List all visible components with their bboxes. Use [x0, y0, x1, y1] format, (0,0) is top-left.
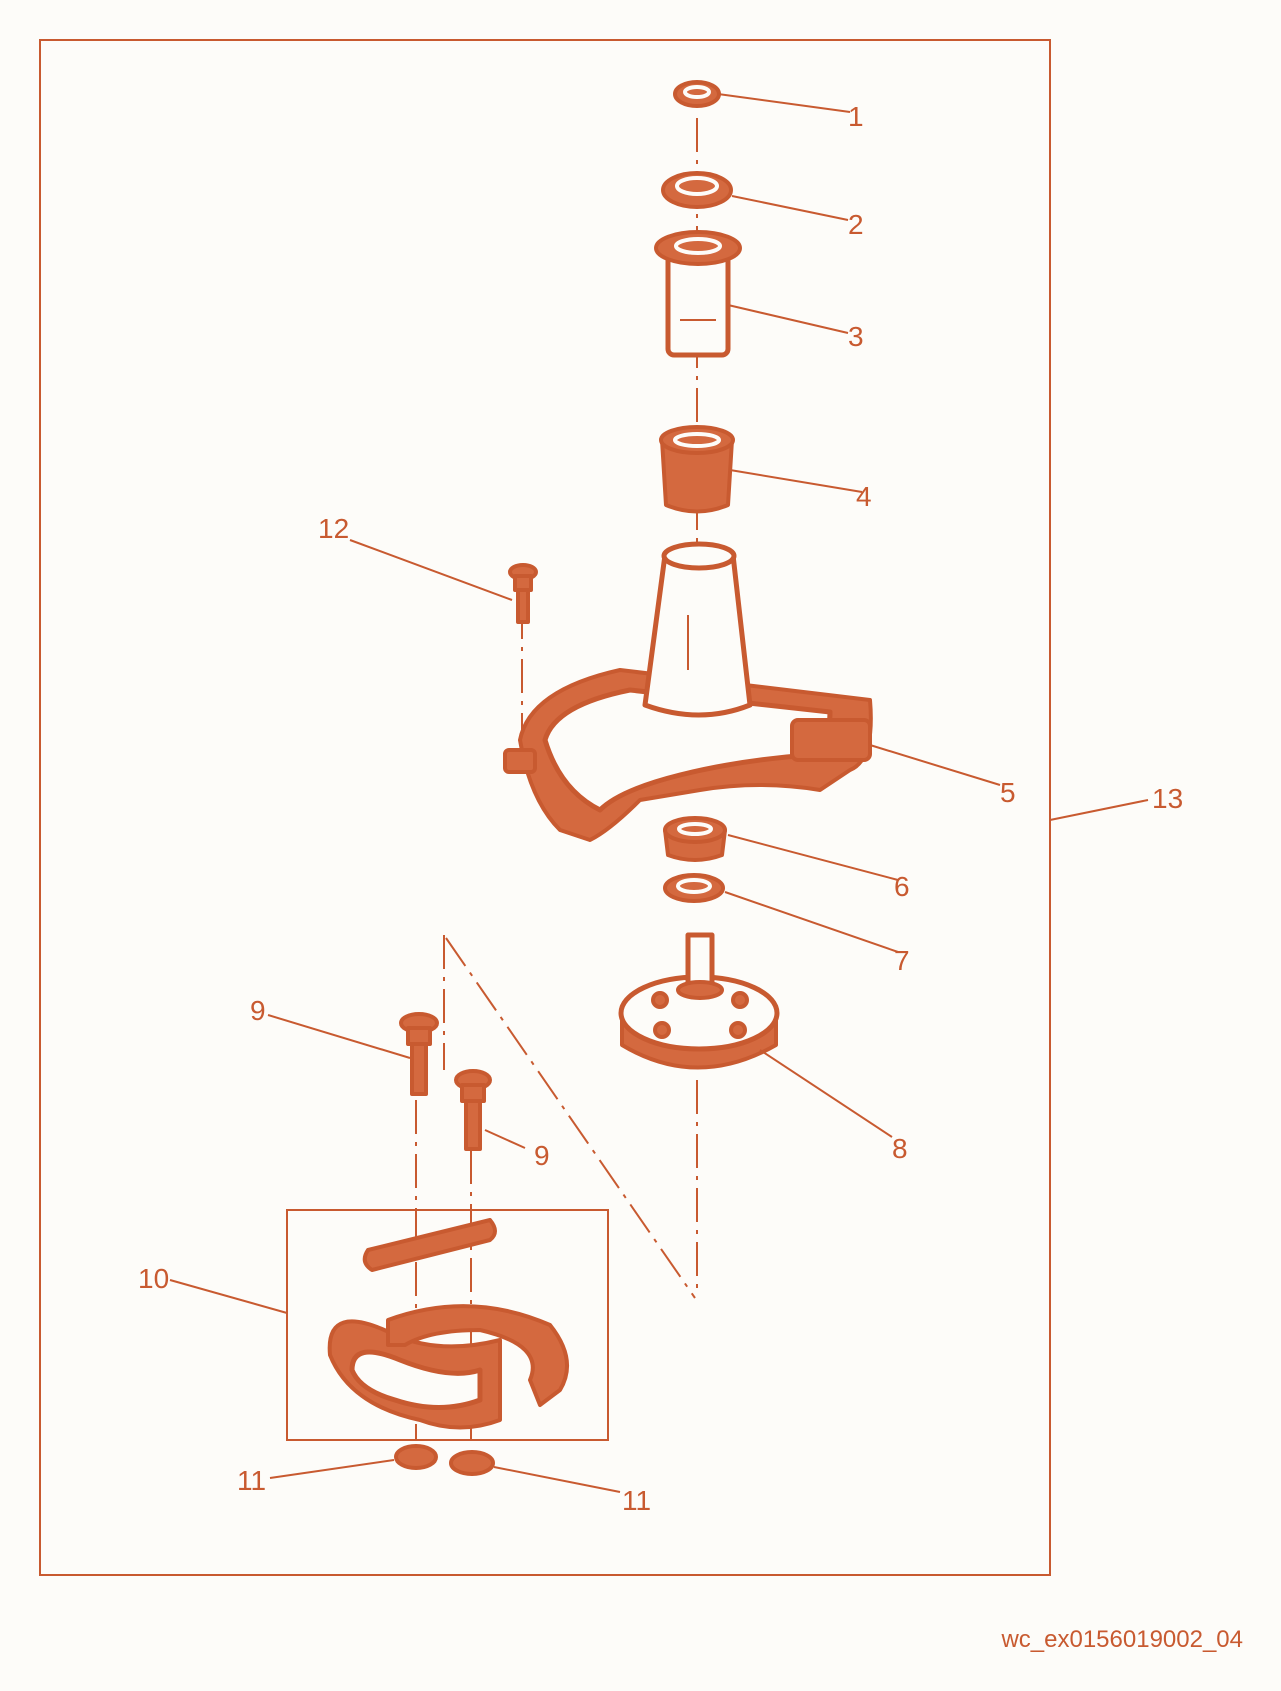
part-8-clamp-base: [618, 932, 780, 1070]
callout-12: 12: [318, 513, 349, 544]
part-3-sleeve: [654, 230, 742, 358]
callout-9-left: 9: [250, 995, 266, 1026]
callout-8: 8: [892, 1133, 908, 1164]
part-10-clamp-set: [327, 1218, 569, 1430]
callout-13: 13: [1152, 783, 1183, 814]
callout-numbers: 1 2 3 4 5 6 7 8 9 9 10 11 11 12 13: [138, 101, 1183, 1516]
part-4-bushing: [659, 425, 735, 514]
part-11-nut-right: [449, 1450, 495, 1476]
callout-7: 7: [894, 945, 910, 976]
callout-2: 2: [848, 209, 864, 240]
part-9-bolt-left: [399, 1012, 439, 1096]
callout-10: 10: [138, 1263, 169, 1294]
part-6-bushing: [663, 816, 727, 862]
callout-5: 5: [1000, 777, 1016, 808]
part-5-swivel-housing: [503, 541, 873, 842]
part-2-washer: [661, 171, 733, 209]
drawing-code: wc_ex0156019002_04: [1001, 1626, 1243, 1653]
callout-4: 4: [856, 481, 872, 512]
assembly-frame: [39, 39, 1051, 1576]
callout-9-right: 9: [534, 1140, 550, 1171]
part-11-nut-left: [394, 1444, 438, 1470]
callout-11-left: 11: [237, 1465, 266, 1496]
callout-6: 6: [894, 871, 910, 902]
part-12-screw: [508, 563, 538, 624]
callout-11-right: 11: [622, 1485, 651, 1516]
part-7-snap-ring: [663, 873, 725, 903]
leader-lines: [169, 93, 1149, 1493]
subassembly-frame: [286, 1209, 609, 1441]
callout-1: 1: [848, 101, 864, 132]
part-1-snap-ring: [673, 80, 721, 108]
callout-3: 3: [848, 321, 864, 352]
part-9-bolt-right: [454, 1069, 492, 1151]
